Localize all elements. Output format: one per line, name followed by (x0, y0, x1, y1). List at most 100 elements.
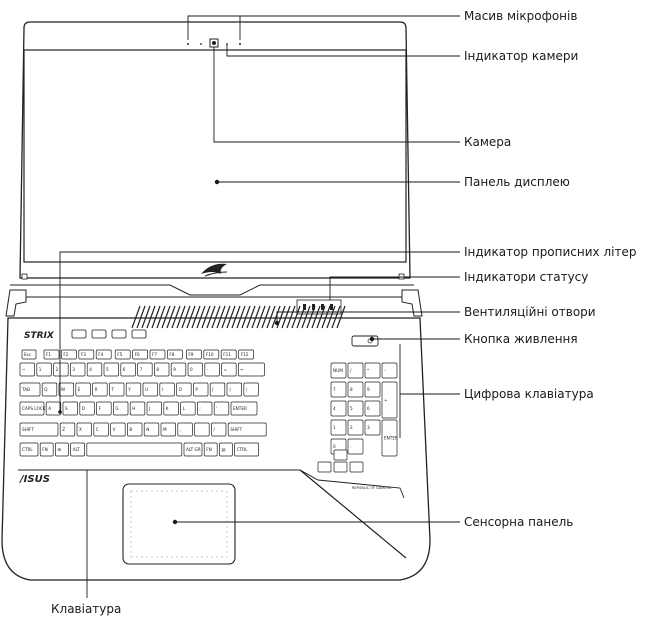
key-f4[interactable]: F4 (95, 349, 112, 360)
key-s-2-cap (62, 401, 78, 416)
key-r-4[interactable]: R (92, 382, 108, 397)
numpad-key-3-0[interactable]: 1 (330, 419, 347, 436)
key-t-5[interactable]: T (109, 382, 125, 397)
key-caps-lock-0[interactable]: CAPS LOCK (19, 401, 46, 416)
key---12[interactable]: = (221, 362, 237, 377)
touchpad[interactable] (122, 483, 236, 565)
numpad-key-3-1[interactable]: 2 (347, 419, 364, 436)
key-right[interactable] (349, 461, 364, 473)
numpad-key-0-2[interactable]: * (364, 362, 381, 379)
key-f5-label: F5 (117, 352, 122, 357)
key-f-4[interactable]: F (96, 401, 112, 416)
numpad-key-2-2[interactable]: 6 (364, 400, 381, 417)
key-f11[interactable]: F11 (220, 349, 237, 360)
key-l-9[interactable]: L (180, 401, 196, 416)
key-f10[interactable]: F10 (203, 349, 220, 360)
key-4-4[interactable]: 4 (86, 362, 103, 377)
numpad-key-1-0[interactable]: 7 (330, 381, 347, 398)
key-f5[interactable]: F5 (114, 349, 131, 360)
key-m-7[interactable]: M (160, 422, 176, 437)
key-n-6[interactable]: N (143, 422, 160, 437)
key-x-2[interactable]: X (76, 422, 92, 437)
key-alt-gr-5[interactable]: ALT GR (183, 442, 203, 457)
key-6-6[interactable]: 6 (120, 362, 136, 377)
key-b-5[interactable]: B (127, 422, 143, 437)
numpad-key-1-1[interactable]: 8 (347, 381, 364, 398)
key-o-9[interactable]: O (176, 382, 192, 397)
key-c-3[interactable]: C (93, 422, 109, 437)
key---13[interactable]: ← (238, 362, 265, 377)
key-up[interactable] (333, 449, 348, 461)
key-ctrl-0[interactable]: CTRL (19, 442, 39, 457)
numpad-key-2-1[interactable]: 5 (347, 400, 364, 417)
key---0[interactable]: ~ (19, 362, 35, 377)
numpad-key-4-1[interactable]: . (347, 438, 364, 455)
key-3-3[interactable]: 3 (70, 362, 86, 377)
key-k-8[interactable]: K (163, 401, 179, 416)
numpad-key-1-3[interactable]: + (381, 381, 398, 419)
key-y-6[interactable]: Y (125, 382, 142, 397)
key-v-4[interactable]: V (110, 422, 126, 437)
key-5-5[interactable]: 5 (103, 362, 119, 377)
key-2-2[interactable]: 2 (53, 362, 69, 377)
key-i-8[interactable]: I (159, 382, 175, 397)
key-h-6[interactable]: H (129, 401, 146, 416)
key-ctrl-8[interactable]: CTRL (234, 442, 259, 457)
key-d-3[interactable]: D (79, 401, 95, 416)
numpad-key-1-2[interactable]: 9 (364, 381, 381, 398)
key-j-7[interactable]: J (146, 401, 162, 416)
numpad-key-0-3[interactable]: - (381, 362, 398, 379)
key---13[interactable]: \ (243, 382, 259, 397)
key-esc[interactable]: Esc (21, 349, 37, 360)
key-shift-11[interactable]: SHIFT (227, 422, 267, 437)
key---10[interactable]: ; (197, 401, 213, 416)
key---2[interactable]: ⊞ (55, 442, 69, 457)
key---11[interactable]: [ (209, 382, 226, 397)
power-button[interactable] (351, 335, 379, 347)
key-f1[interactable]: F1 (43, 349, 60, 360)
key-s-2[interactable]: S (62, 401, 78, 416)
key-a-1[interactable]: A (45, 401, 62, 416)
key-u-7[interactable]: U (142, 382, 158, 397)
key-z-1[interactable]: Z (59, 422, 76, 437)
key---10[interactable]: / (211, 422, 227, 437)
key-alt-3[interactable]: ALT (70, 442, 85, 457)
key-down[interactable] (333, 461, 348, 473)
key-p-10[interactable]: P (193, 382, 209, 397)
key-f2[interactable]: F2 (61, 349, 77, 360)
numpad-key-0-1[interactable]: / (347, 362, 364, 379)
key-w-2[interactable]: W (58, 382, 74, 397)
key-enter-12[interactable]: ENTER (230, 401, 258, 416)
numpad-key-0-0[interactable]: NUM (330, 362, 347, 379)
key-g-5[interactable]: G (113, 401, 129, 416)
key---8[interactable]: , (177, 422, 193, 437)
key-shift-0[interactable]: SHIFT (19, 422, 59, 437)
key-fn-6[interactable]: FN (203, 442, 218, 457)
key-tab-0[interactable]: TAB (19, 382, 41, 397)
key---11[interactable]: ' (213, 401, 230, 416)
key---9[interactable]: . (194, 422, 210, 437)
key-fn-1[interactable]: FN (39, 442, 54, 457)
key-f8[interactable]: F8 (167, 349, 183, 360)
numpad-key-3-3[interactable]: ENTER (381, 419, 398, 457)
key-left[interactable] (317, 461, 332, 473)
key-e-3[interactable]: E (75, 382, 91, 397)
key-q-1[interactable]: Q (41, 382, 58, 397)
key-f7[interactable]: F7 (149, 349, 166, 360)
key-f9[interactable]: F9 (186, 349, 202, 360)
key-f-4-cap (96, 401, 112, 416)
key-7-7[interactable]: 7 (137, 362, 153, 377)
key---12[interactable]: ] (226, 382, 242, 397)
numpad-key-3-2[interactable]: 3 (364, 419, 381, 436)
key-f3[interactable]: F3 (78, 349, 95, 360)
key-f12[interactable]: F12 (238, 349, 254, 360)
key-f6[interactable]: F6 (132, 349, 148, 360)
numpad-key-2-0[interactable]: 4 (330, 400, 347, 417)
key-9-9[interactable]: 9 (170, 362, 187, 377)
key-8-8[interactable]: 8 (154, 362, 170, 377)
key---11[interactable]: - (204, 362, 220, 377)
key-blank-4[interactable] (86, 442, 183, 457)
key-0-10[interactable]: 0 (187, 362, 203, 377)
key-1-1[interactable]: 1 (36, 362, 52, 377)
key---7[interactable]: ▤ (219, 442, 233, 457)
